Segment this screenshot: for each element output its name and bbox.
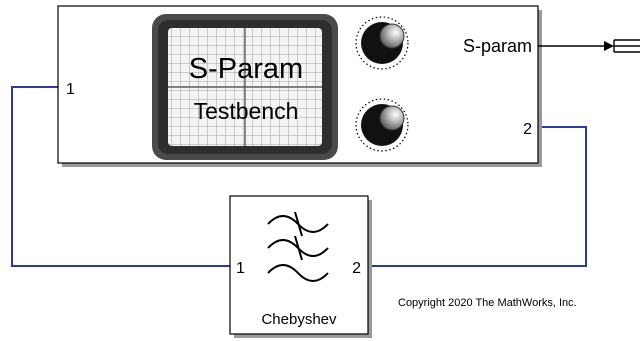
testbench-output-label: S-param [463,36,532,56]
knob-top-icon [355,16,409,70]
connection-wires [11,86,587,267]
filter-block[interactable]: Chebyshev 1 2 [229,195,372,338]
copyright-text: Copyright 2020 The MathWorks, Inc. [398,297,577,309]
testbench-port1-label: 1 [66,81,75,98]
screen-title: S-Param [189,53,303,85]
knob-bottom-icon [355,98,409,152]
screen-subtitle: Testbench [194,98,299,124]
testbench-port2-label: 2 [523,121,532,138]
filter-waves-icon [267,211,329,282]
terminator-icon[interactable] [613,39,640,53]
testbench-block[interactable]: S-Param Testbench 1 S-param 2 [57,5,542,167]
arrow-head-icon [604,41,614,51]
output-signal-line[interactable] [538,41,614,51]
wire-filter1-to-testbench1[interactable] [11,86,230,267]
filter-port2-label: 2 [352,260,361,277]
scope-screen-icon [152,14,338,160]
filter-block-frame[interactable] [229,195,369,335]
wire-testbench2-to-filter2[interactable] [368,126,587,267]
filter-port1-label: 1 [236,260,245,277]
filter-label: Chebyshev [261,311,337,328]
